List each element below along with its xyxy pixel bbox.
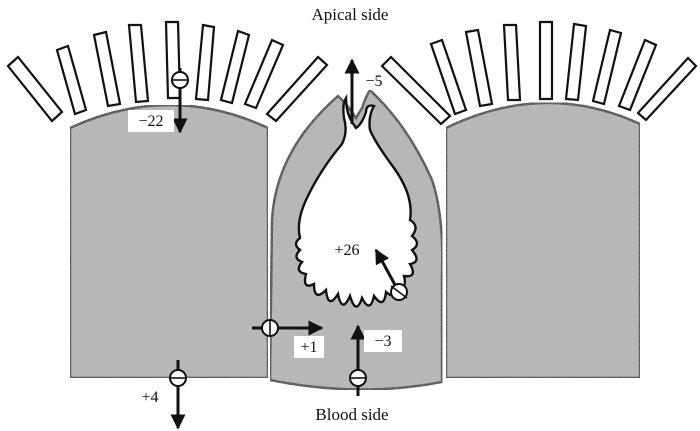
left-basal-value: +4: [141, 389, 158, 406]
center-basal-value: −3: [374, 333, 391, 350]
left-cell-body: [70, 105, 268, 378]
lateral-value: +1: [300, 339, 317, 356]
blood-side-label: Blood side: [315, 405, 388, 424]
left-apical-value: −22: [138, 113, 163, 130]
center-apical-value: −5: [365, 73, 382, 90]
right-cell-body: [446, 103, 640, 378]
vesicle-value: +26: [334, 242, 359, 259]
apical-side-label: Apical side: [312, 5, 389, 24]
